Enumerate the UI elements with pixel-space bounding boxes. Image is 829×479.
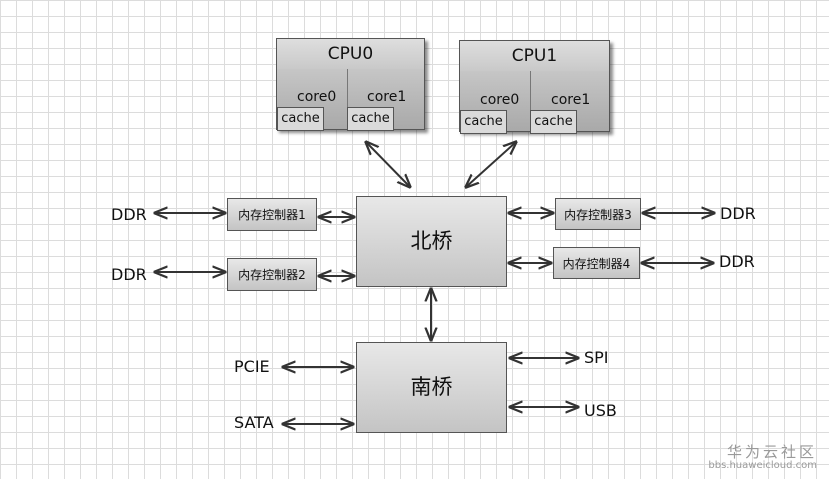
cpu1-core1-cache: cache: [530, 110, 577, 134]
cpu0-box: CPU0 core0 core1 cache cache: [276, 38, 425, 131]
north-bridge: 北桥: [356, 196, 507, 287]
sata-label: SATA: [234, 413, 274, 432]
cpu1-core0-label: core0: [480, 92, 520, 108]
ddr-right-2-label: DDR: [719, 252, 755, 271]
cpu0-core0-label: core0: [297, 89, 337, 105]
south-bridge: 南桥: [356, 342, 507, 433]
cpu1-body: core0 core1 cache cache: [460, 71, 609, 134]
memory-controller-3: 内存控制器3: [555, 198, 641, 230]
ddr-right-1-label: DDR: [720, 204, 756, 223]
cpu1-box: CPU1 core0 core1 cache cache: [459, 40, 610, 134]
cpu0-core0-cache: cache: [277, 107, 324, 131]
cpu0-body: core0 core1 cache cache: [277, 69, 424, 131]
cpu1-core-divider: [530, 71, 531, 131]
ddr-left-2-label: DDR: [111, 265, 147, 284]
watermark-url: bbs.huaweicloud.com: [708, 460, 817, 471]
watermark-title: 华为云社区: [726, 443, 817, 461]
cpu0-core1-label: core1: [367, 89, 407, 105]
spi-label: SPI: [584, 348, 609, 367]
cpu1-title: CPU1: [460, 41, 609, 72]
cpu1-core0-cache: cache: [460, 110, 507, 134]
memory-controller-4: 内存控制器4: [553, 247, 640, 279]
cpu0-core-divider: [347, 69, 348, 129]
cpu1-core1-label: core1: [551, 92, 591, 108]
cpu0-title: CPU0: [277, 39, 424, 70]
pcie-label: PCIE: [234, 357, 270, 376]
arrow-cpu1-northbridge: [466, 142, 516, 187]
usb-label: USB: [584, 401, 617, 420]
arrow-cpu0-northbridge: [366, 142, 410, 187]
ddr-left-1-label: DDR: [111, 205, 147, 224]
memory-controller-2: 内存控制器2: [227, 258, 317, 291]
cpu0-core1-cache: cache: [347, 107, 394, 131]
memory-controller-1: 内存控制器1: [227, 198, 317, 231]
